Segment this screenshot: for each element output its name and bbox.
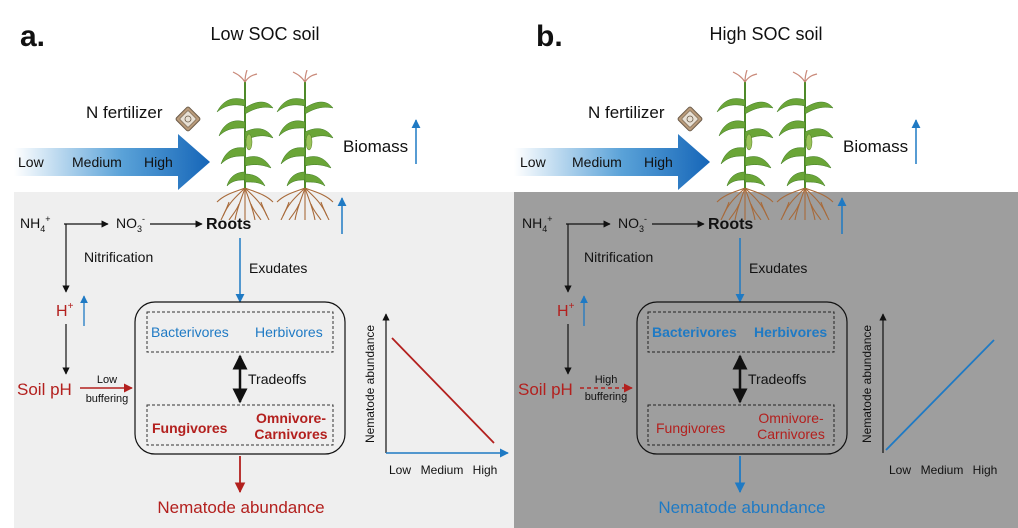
bacterivores-label-b: Bacterivores [652,324,737,340]
mini-trend-line-b [885,339,995,451]
upper-group-box-a [146,311,334,353]
gradient-medium-a: Medium [72,154,122,170]
fertilizer-gradient-arrow [14,134,210,190]
gradient-low-b: Low [520,154,547,170]
panel-b: b. High SOC soil N fertilizer Low Medium… [514,20,1018,528]
roots-label-b: Roots [708,216,753,233]
mini-xtick-medium-b: Medium [921,463,964,477]
bacterivores-label-a: Bacterivores [151,324,229,340]
mini-xtick-medium-a: Medium [421,463,464,477]
lower-group-box-a [146,404,334,446]
panel-letter-b: b. [536,20,563,53]
omnivore-line1-a: Omnivore- [256,410,326,426]
mini-ylabel-b: Nematode abundance [860,325,874,443]
omnivore-line1-b: Omnivore- [758,410,824,426]
nitrification-label-b: Nitrification [584,249,653,265]
h-plus-label-a: H+ [56,301,74,320]
fertilizer-label-b: N fertilizer [588,103,665,122]
biomass-label-b: Biomass [843,137,908,156]
soil-background-b [514,192,1018,528]
buffering-line1-b: High [595,374,618,386]
panel-title-b: High SOC soil [709,24,822,44]
gradient-medium-b: Medium [572,154,622,170]
upper-group-box-b [647,311,835,353]
biomass-label-a: Biomass [343,137,408,156]
mini-xtick-low-a: Low [389,463,411,477]
soil-background-a [14,192,514,528]
fertilizer-gradient-arrow [514,134,710,190]
soil-ph-label-a: Soil pH [17,380,72,399]
panel-a: a. Low SOC soil N fertilizer Low Medium … [14,20,514,528]
gradient-low-a: Low [18,154,45,170]
community-box-a [134,301,346,455]
fungivores-label-a: Fungivores [152,420,228,436]
lower-group-box-b [647,404,835,446]
exudates-label-a: Exudates [249,260,307,276]
omnivore-line2-a: Carnivores [254,426,327,442]
buffering-line1-a: Low [97,374,117,386]
no3-label-a: NO3- [116,214,145,234]
mini-xtick-low-b: Low [889,463,911,477]
herbivores-label-b: Herbivores [754,324,827,340]
nh4-label-a: NH4+ [20,214,51,234]
fertilizer-bag-icon [175,106,201,132]
mini-ylabel-a: Nematode abundance [363,325,377,443]
exudates-label-b: Exudates [749,260,807,276]
roots-label-a: Roots [206,216,251,233]
mini-trend-line-a [391,337,495,444]
panel-title-a: Low SOC soil [210,24,319,44]
panel-letter-a: a. [20,20,45,53]
no3-label-b: NO3- [618,214,647,234]
mini-xtick-high-a: High [473,463,498,477]
nematode-abundance-label-b: Nematode abundance [658,498,825,517]
gradient-high-a: High [144,154,173,170]
fungivores-label-b: Fungivores [656,420,725,436]
herbivores-label-a: Herbivores [255,324,323,340]
buffering-line2-b: buffering [585,391,628,403]
omnivore-line2-b: Carnivores [757,426,825,442]
soil-ph-label-b: Soil pH [518,380,573,399]
tradeoffs-label-a: Tradeoffs [248,371,306,387]
buffering-line2-a: buffering [86,393,129,405]
community-box-b [636,301,848,455]
h-plus-label-b: H+ [557,301,575,320]
fertilizer-bag-icon [677,106,703,132]
nh4-label-b: NH4+ [522,214,553,234]
tradeoffs-label-b: Tradeoffs [748,371,806,387]
mini-xtick-high-b: High [973,463,998,477]
nematode-abundance-label-a: Nematode abundance [157,498,324,517]
gradient-high-b: High [644,154,673,170]
fertilizer-label-a: N fertilizer [86,103,163,122]
nitrification-label-a: Nitrification [84,249,153,265]
